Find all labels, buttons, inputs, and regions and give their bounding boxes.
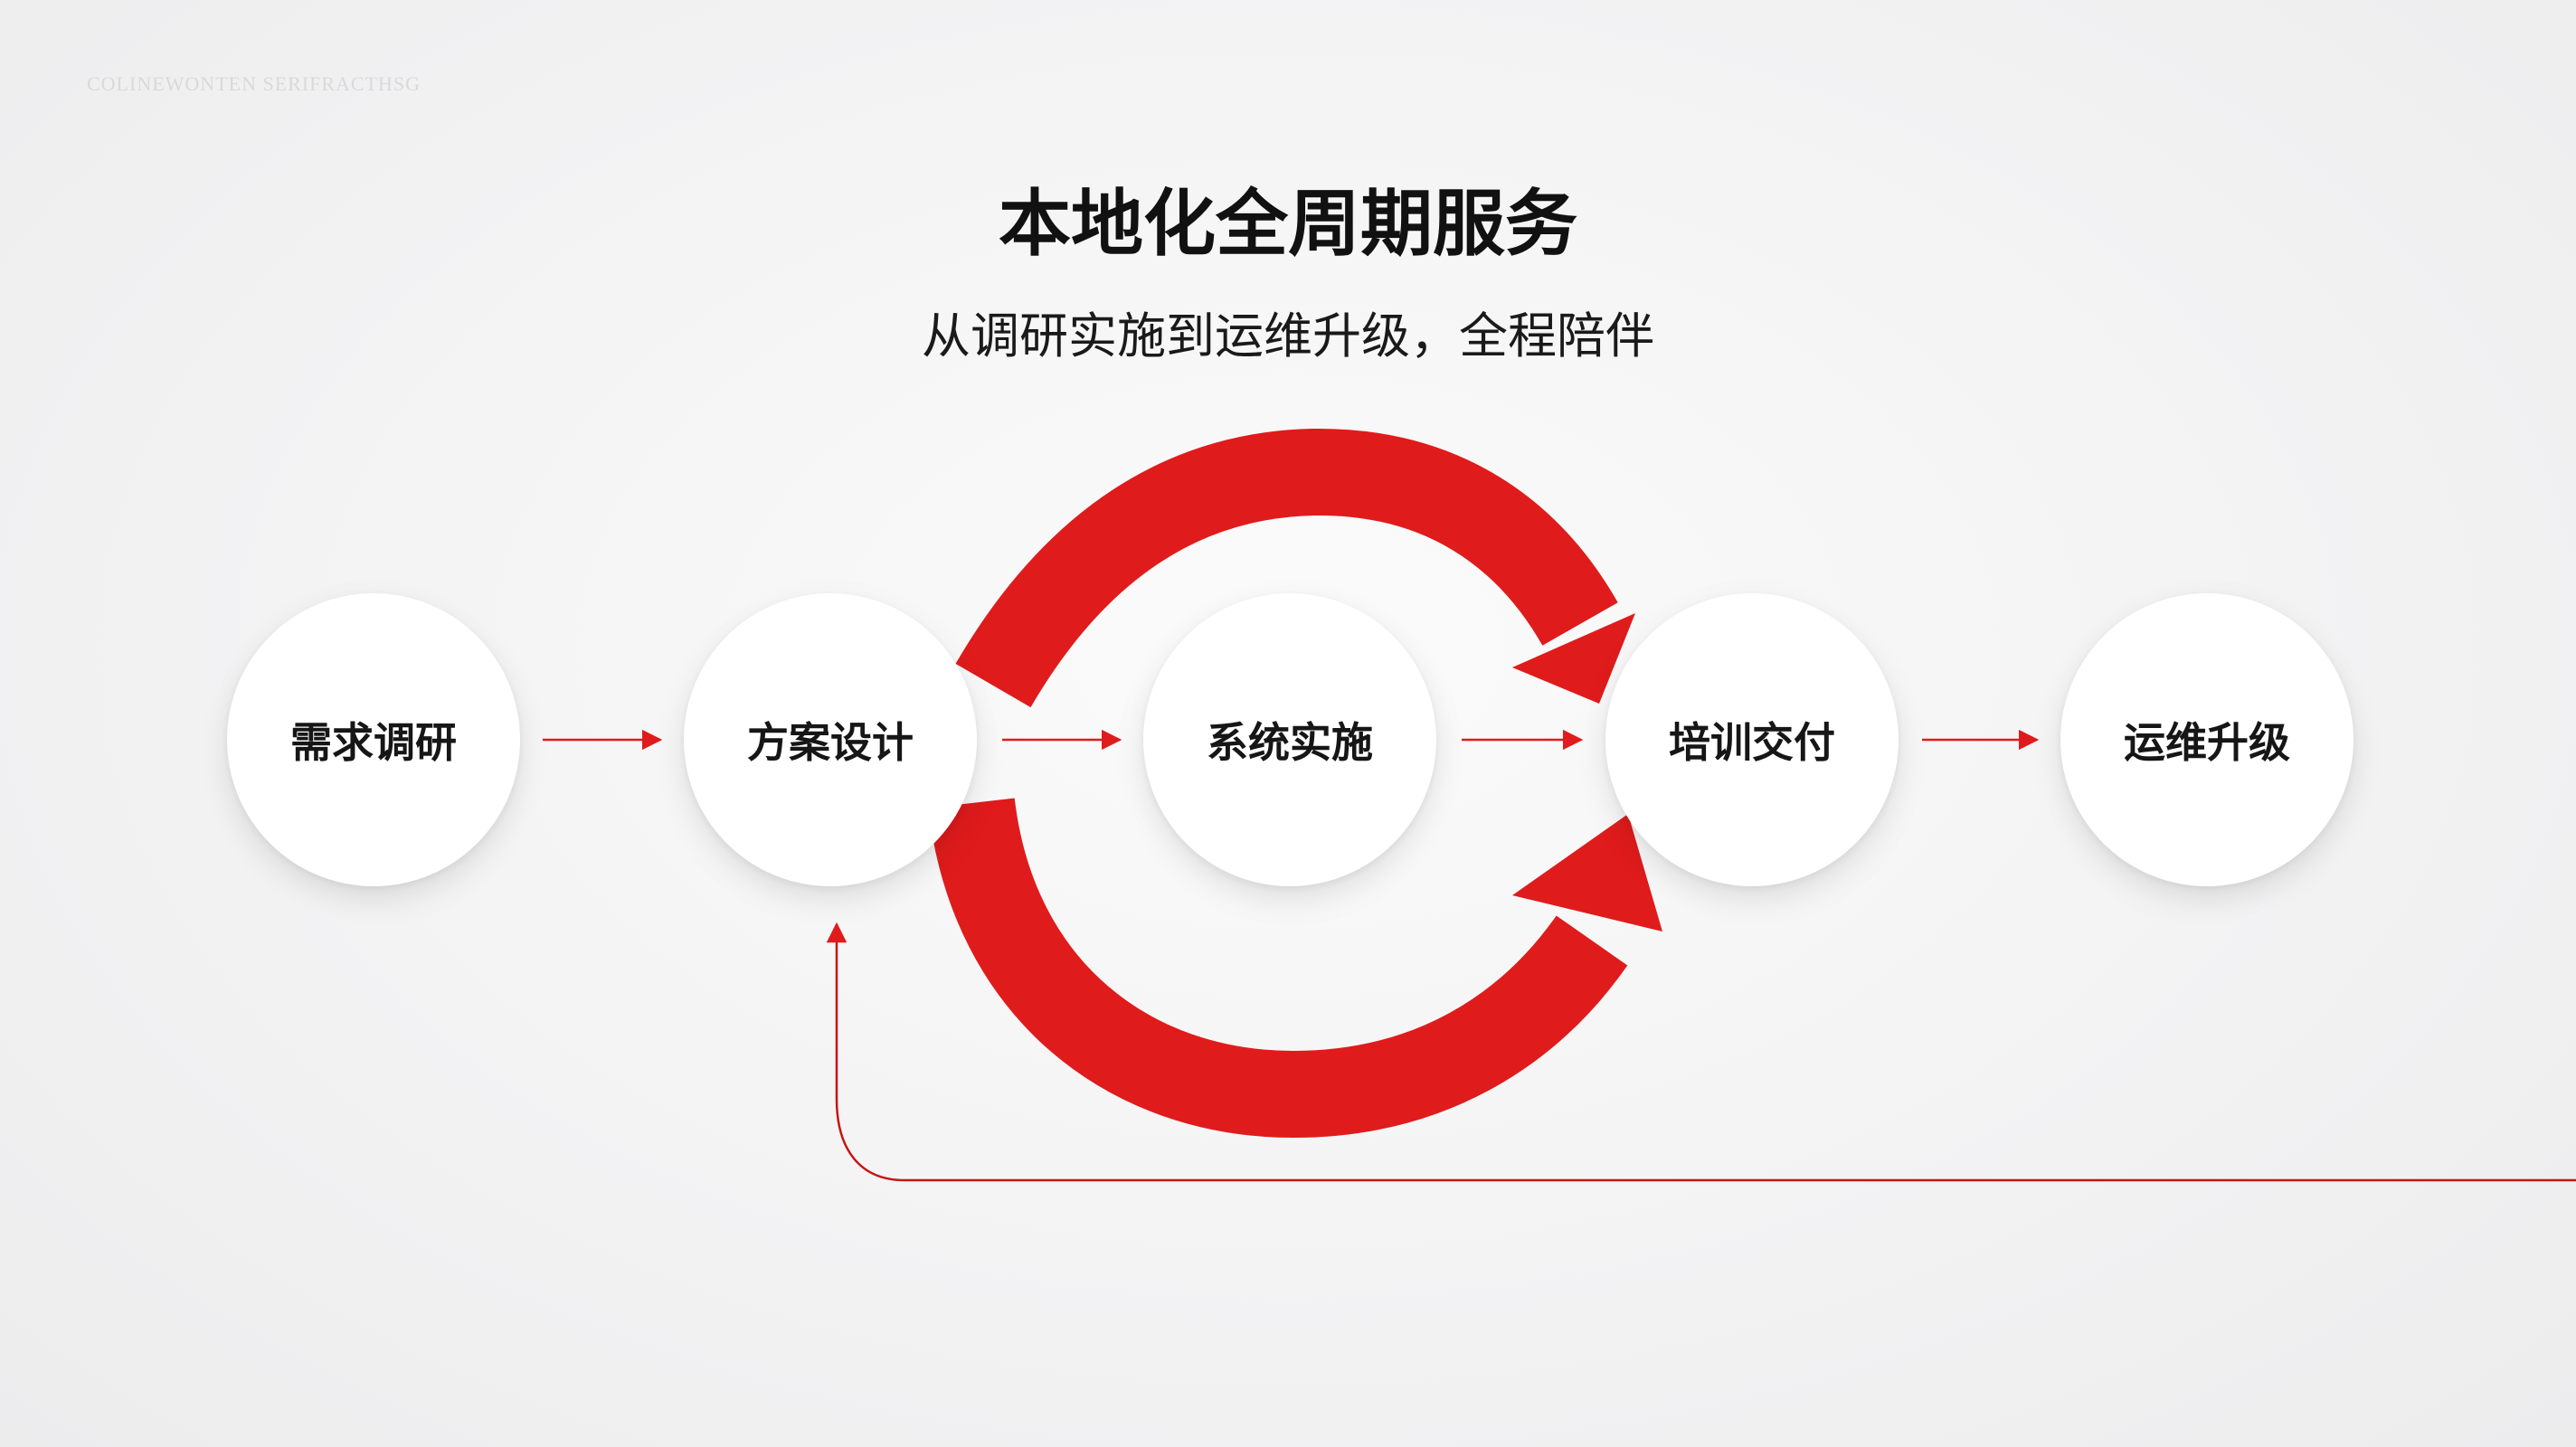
step-node-system-implementation: 系统实施: [1143, 593, 1436, 886]
step-node-training-delivery: 培训交付: [1605, 593, 1899, 886]
page-title: 本地化全周期服务: [999, 182, 1577, 266]
feedback-return-line: [826, 922, 2576, 1182]
watermark-text: COLINEWONTEN SERIFRACTHSG: [87, 72, 421, 95]
step-node-solution-design: 方案设计: [684, 593, 977, 886]
upper-loop-arrow: [955, 428, 1635, 708]
step-node-requirements-research: 需求调研: [227, 593, 520, 886]
step-label: 需求调研: [290, 718, 457, 767]
step-label: 运维升级: [2124, 718, 2290, 767]
page-subtitle: 从调研实施到运维升级，全程陪伴: [922, 307, 1654, 364]
step-node-operations-upgrade: 运维升级: [2060, 593, 2353, 886]
step-label: 培训交付: [1669, 718, 1835, 767]
step-label: 系统实施: [1207, 718, 1373, 767]
lower-loop-arrow: [928, 797, 1662, 1139]
step-label: 方案设计: [747, 718, 914, 767]
